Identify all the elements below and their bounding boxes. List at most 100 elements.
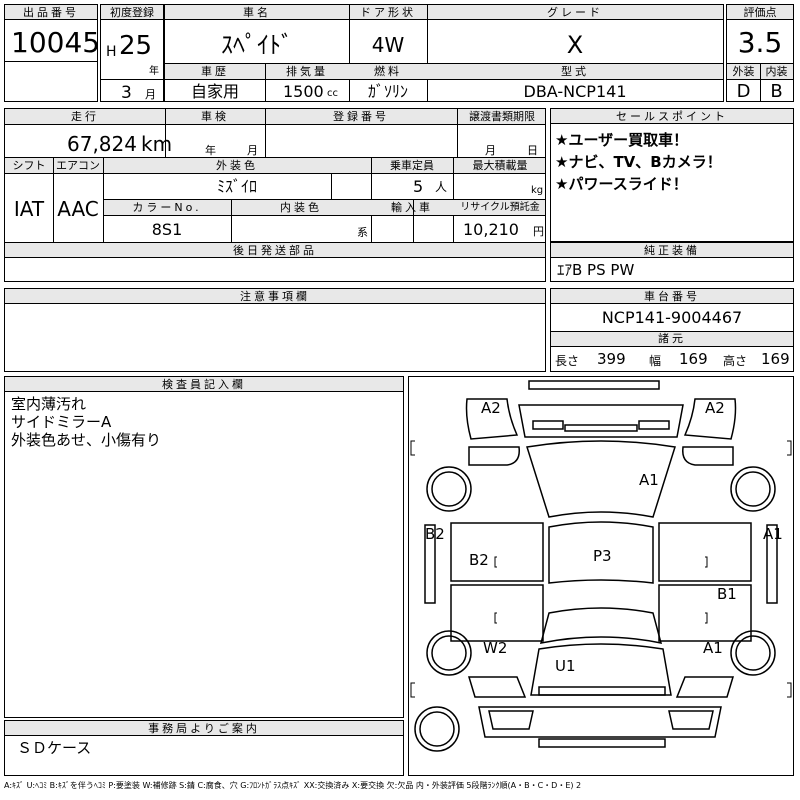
era: H <box>106 44 117 60</box>
shift-label: シフト <box>12 159 46 172</box>
sales-point-1: ★ユーザー買取車！ <box>555 131 689 149</box>
ext-color: ﾐｽﾞｲﾛ <box>216 177 257 196</box>
sales-points-box: セールスポイント ★ユーザー買取車！ ★ナビ、TV、Bカメラ！ ★パワースライド… <box>550 108 794 242</box>
displacement: 1500 <box>283 82 324 101</box>
equipment-box: 純正装備 ｴｱB PS PW <box>550 242 794 282</box>
mileage-label: 走行 <box>71 110 99 123</box>
grade: X <box>566 31 584 59</box>
rocker-left <box>424 524 436 604</box>
inspection-month-unit: 月 <box>247 144 258 157</box>
office-value: ＳＤケース <box>17 739 92 757</box>
inspector-box: 検査員記入欄 室内薄汚れ サイドミラーA 外装色あせ、小傷有り <box>4 376 404 718</box>
interior-label: 内装 <box>765 65 788 78</box>
lot-number: 10045 <box>11 26 101 59</box>
length-label: 長さ <box>555 354 580 368</box>
ac-label: エアコン <box>56 159 100 172</box>
mileage: 67,824 <box>67 132 137 156</box>
rear-door-right <box>658 522 752 582</box>
damage-marks: A2 A2 A1 B2 A1 B2 P3 B1 W2 A1 U1 <box>425 399 783 675</box>
front-fender-left <box>467 676 527 698</box>
front-door-right <box>658 584 752 642</box>
mileage-unit: km <box>141 132 173 156</box>
transfer-day-unit: 日 <box>527 144 538 157</box>
year-unit: 年 <box>149 66 159 77</box>
inspection-year-unit: 年 <box>205 144 216 157</box>
inspector-line-1: 室内薄汚れ <box>11 395 87 413</box>
lot-label: 出品番号 <box>23 6 79 19</box>
history-label: 車歴 <box>201 65 229 78</box>
equipment-label: 純正装備 <box>644 244 700 257</box>
door-type: 4W <box>371 33 405 57</box>
windshield <box>539 607 663 644</box>
ext-color-label: 外装色 <box>216 159 258 172</box>
mark-u1-hood: U1 <box>555 657 576 675</box>
mark-a1-fender: A1 <box>703 639 723 657</box>
front-door-left <box>450 584 544 642</box>
mark-a2-right: A2 <box>705 399 725 417</box>
height-label: 高さ <box>723 354 748 368</box>
width: 169 <box>679 350 708 368</box>
inspector-line-3: 外装色あせ、小傷有り <box>11 431 162 449</box>
transfer-label: 譲渡書類期限 <box>469 110 535 123</box>
import-label: 輸入車 <box>391 201 433 214</box>
chassis-label: 車台番号 <box>644 290 700 303</box>
grade-label: グレード <box>547 6 603 19</box>
chassis-box: 車台番号 NCP141-9004467 諸元 長さ 399 幅 169 高さ 1… <box>550 288 794 372</box>
front-right-tyre <box>730 630 776 676</box>
capacity-label: 乗車定員 <box>390 159 434 172</box>
sales-point-2: ★ナビ、TV、Bカメラ！ <box>555 153 722 171</box>
max-load-unit: kg <box>531 185 544 196</box>
inspector-label: 検査員記入欄 <box>162 378 246 391</box>
sales-points-label: セールスポイント <box>616 110 728 123</box>
width-label: 幅 <box>649 354 662 368</box>
color-no: 8S1 <box>151 220 183 239</box>
ac: AAC <box>57 197 99 221</box>
door-label: ドア形状 <box>360 6 416 19</box>
capacity: 5 <box>413 177 424 196</box>
inspector-line-2: サイドミラーA <box>11 413 112 431</box>
mark-b2-door: B2 <box>469 551 489 569</box>
rear-panel <box>518 404 684 438</box>
rear-door-left <box>450 522 544 582</box>
front-left-tyre <box>426 630 472 676</box>
mark-w2-fender: W2 <box>483 639 507 657</box>
notes-label: 注意事項欄 <box>240 290 310 303</box>
height: 169 <box>761 350 790 368</box>
recycle-label: リサイクル預託金 <box>460 202 540 213</box>
mark-p3-roof: P3 <box>593 547 612 565</box>
color-no-label: カラーNo. <box>132 201 202 214</box>
details-box: 走行 車検 登録番号 譲渡書類期限 67,824 km 年 月 月 日 シフト … <box>4 108 546 243</box>
headlight-right <box>668 710 714 730</box>
displacement-unit: cc <box>327 88 338 99</box>
model: DBA-NCP141 <box>523 82 627 101</box>
rear-window <box>526 440 676 518</box>
sales-point-3: ★パワースライド！ <box>555 175 688 193</box>
front-fender-right <box>675 676 735 698</box>
rear-corner-left <box>465 398 519 440</box>
transfer-month-unit: 月 <box>485 144 496 157</box>
roof <box>548 521 654 584</box>
damage-diagram: A2 A2 A1 B2 A1 B2 P3 B1 W2 A1 U1 <box>408 376 794 776</box>
chassis-number: NCP141-9004467 <box>601 308 743 327</box>
spare-tyre <box>414 706 460 752</box>
reg-no-label: 登録番号 <box>333 110 389 123</box>
reg-month: 3 <box>121 83 132 103</box>
office-label: 事務局よりご案内 <box>148 722 260 735</box>
later-parts-label: 後日発送部品 <box>233 244 317 257</box>
int-color-label: 内装色 <box>280 201 322 214</box>
rear-right-tyre <box>730 466 776 512</box>
model-label: 型式 <box>561 65 589 78</box>
name-label: 車名 <box>243 6 271 19</box>
rear-fender-right <box>682 446 734 466</box>
hood <box>530 643 672 696</box>
dims-label: 諸元 <box>658 332 686 345</box>
mark-a2-left: A2 <box>481 399 501 417</box>
month-unit: 月 <box>145 88 156 101</box>
equipment-value: ｴｱB PS PW <box>557 261 635 279</box>
registration-box: 初度登録 H 25 年 3 月 <box>100 4 164 102</box>
rear-fender-left <box>468 446 520 466</box>
score-box: 評価点 3.5 外装 内装 D B <box>726 4 794 102</box>
tail-light-right <box>638 420 670 430</box>
later-parts-box: 後日発送部品 <box>4 242 546 282</box>
reg-year: 25 <box>119 31 153 61</box>
